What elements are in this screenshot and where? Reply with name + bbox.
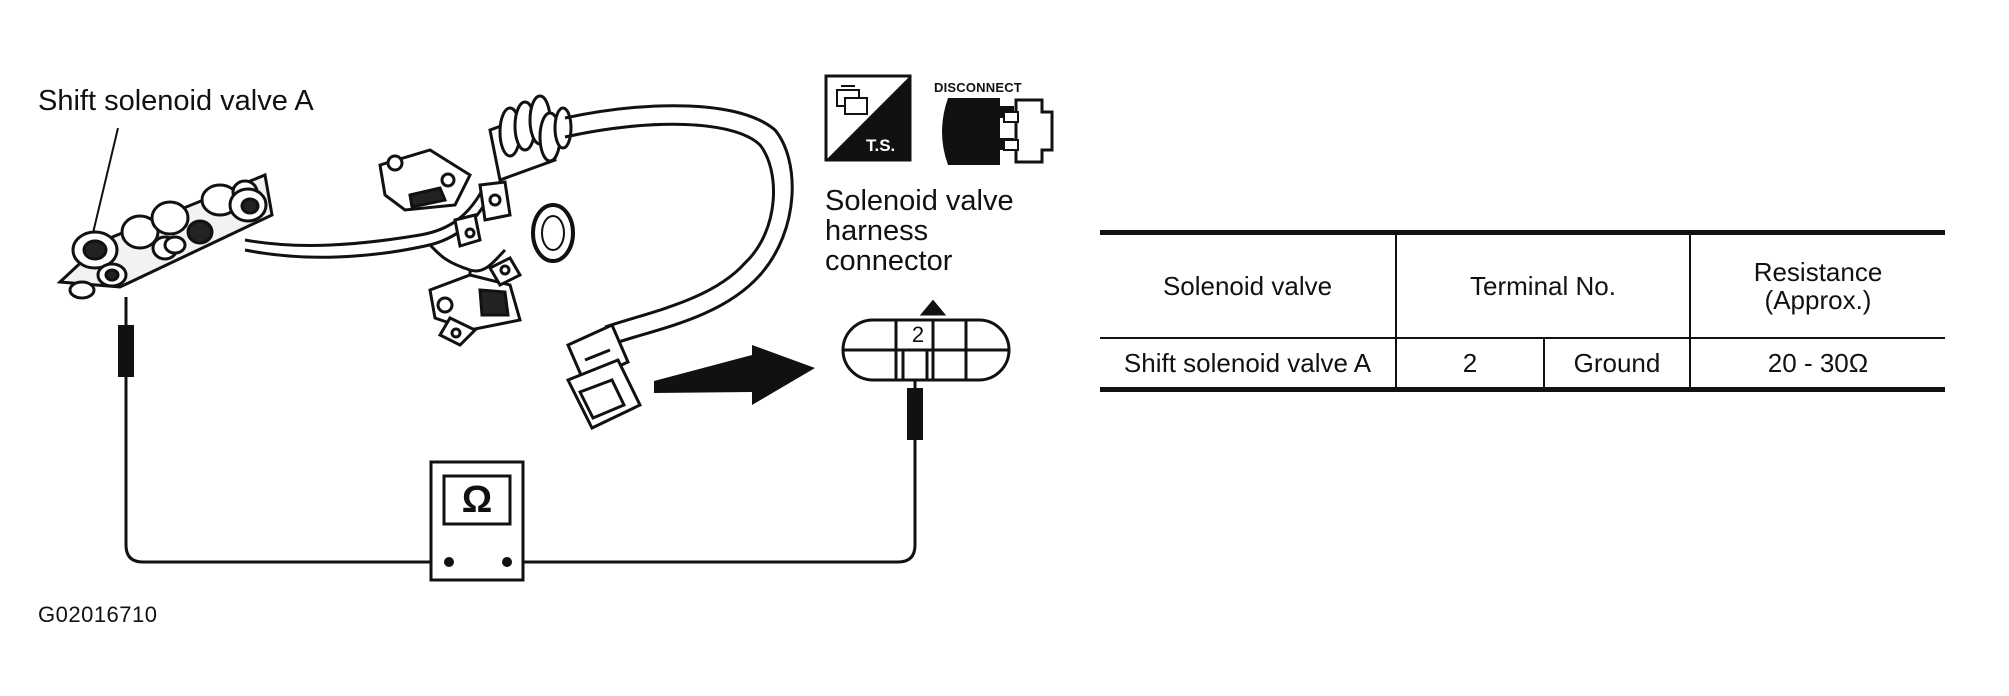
- header-resistance-line-2: (Approx.): [1764, 285, 1872, 315]
- header-solenoid-valve: Solenoid valve: [1100, 230, 1397, 339]
- cell-terminal: 2: [1395, 338, 1545, 392]
- header-resistance: Resistance (Approx.): [1689, 230, 1945, 339]
- solenoid-valve-assembly: [56, 172, 274, 300]
- cell-ground: Ground: [1543, 338, 1691, 392]
- ts-badge: [824, 74, 912, 162]
- resistance-spec-table: Solenoid valve Terminal No. Resistance (…: [1100, 230, 1945, 392]
- probe-lead-left: [118, 297, 447, 564]
- harness-grommet: [488, 94, 573, 183]
- disconnect-badge-label: DISCONNECT: [934, 80, 1022, 95]
- connector-terminal-number: 2: [911, 322, 925, 347]
- harness-bracket-upper: [378, 148, 512, 248]
- connector-label: Solenoid valve harness connector: [825, 186, 1014, 276]
- harness-bracket-lower: [428, 256, 523, 347]
- table-header-row: Solenoid valve Terminal No. Resistance (…: [1100, 230, 1945, 339]
- cell-resistance: 20 - 30Ω: [1689, 338, 1945, 392]
- harness-connector-plug: [565, 323, 643, 430]
- external-harness-cable: [564, 104, 794, 347]
- header-resistance-line-1: Resistance: [1753, 257, 1883, 287]
- ts-badge-label: T.S.: [866, 136, 896, 155]
- table-row: Shift solenoid valve A 2 Ground 20 - 30Ω: [1100, 338, 1945, 392]
- terminal-connector-face: [841, 299, 1011, 382]
- ohmmeter: [429, 460, 525, 582]
- valve-callout-label: Shift solenoid valve A: [38, 85, 314, 117]
- connector-label-line-1: Solenoid valve: [825, 185, 1014, 217]
- callout-leader: [92, 127, 119, 234]
- o-ring: [531, 203, 575, 263]
- figure-id: G02016710: [38, 602, 158, 627]
- ohm-symbol-icon: Ω: [461, 479, 493, 521]
- connector-label-line-3: connector: [825, 245, 953, 277]
- connector-label-line-2: harness: [825, 215, 929, 247]
- disconnect-badge: [942, 98, 1054, 165]
- direction-arrow: [654, 345, 815, 405]
- header-terminal-no: Terminal No.: [1395, 230, 1691, 339]
- cell-solenoid-valve: Shift solenoid valve A: [1100, 338, 1397, 392]
